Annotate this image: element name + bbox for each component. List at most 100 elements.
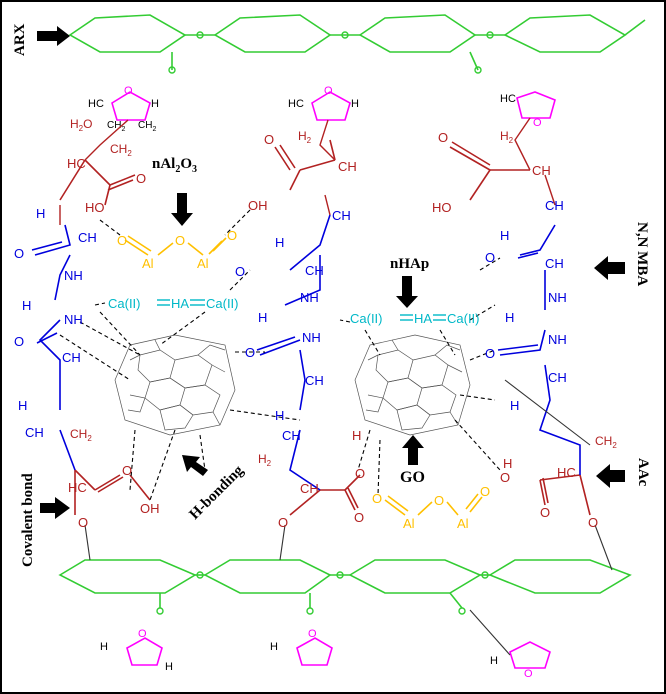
- mba-o6: O: [485, 346, 495, 361]
- aac2-o: O: [264, 132, 274, 147]
- mba-ch2-1: CH: [62, 350, 81, 365]
- mba-h2c6: H: [275, 408, 284, 423]
- mba-ch2-5: CH: [305, 263, 324, 278]
- al-4: Al: [457, 516, 469, 531]
- aac6-o: O: [540, 505, 550, 520]
- mba-ch2-10: CH: [548, 370, 567, 385]
- aac5-o: O: [354, 510, 364, 525]
- svg-text:CH2: CH2: [138, 120, 156, 133]
- mba-nh6: NH: [548, 332, 567, 347]
- bottom-ring-atoms: H O H H O H O: [100, 628, 533, 680]
- mba-ch2-4: CH: [332, 208, 351, 223]
- mba-ch2-9: CH: [545, 256, 564, 271]
- label-nal2o3: nAl2O3: [152, 156, 197, 175]
- go-h1: H: [352, 428, 361, 443]
- mba-o4: O: [245, 345, 255, 360]
- mba-nh1: NH: [64, 268, 83, 283]
- ch2-a: CH: [110, 142, 127, 156]
- mba-h2c3: H: [36, 206, 45, 221]
- chain-connectors: [59, 117, 556, 225]
- bring1-h: H: [165, 661, 173, 673]
- bottom-ring-4: [488, 559, 632, 594]
- aac5-link-o: O: [278, 515, 288, 530]
- ch2-a-sub: 2: [127, 149, 132, 158]
- al2o3-labels: O Al O Al O O Al O Al O: [117, 228, 490, 531]
- bring2-o: O: [308, 628, 317, 640]
- aac6-hc: HC: [557, 465, 576, 480]
- arrow-arx: [37, 26, 70, 46]
- mba-nh3: NH: [300, 290, 319, 305]
- acrylic-labels: HC O HO O CH OH O CH HO HC O OH O CH O O…: [67, 130, 598, 530]
- ring-o: O: [124, 85, 133, 97]
- aac3-o: O: [438, 130, 448, 145]
- ha-2: HA: [414, 311, 432, 326]
- mba-h2c9: H: [510, 398, 519, 413]
- top-ester-rings: [111, 91, 556, 121]
- mba-h2c2: H: [18, 398, 27, 413]
- svg-text:H2O: H2O: [70, 117, 92, 133]
- aac3-ho: HO: [432, 200, 452, 215]
- go-sheet-right: [354, 334, 471, 436]
- bring3-h: H: [490, 655, 498, 667]
- aac1-o: O: [136, 171, 146, 186]
- h2c-b-sub: 2: [307, 136, 312, 145]
- h2c-c-sub: 2: [509, 136, 514, 145]
- al-o6: O: [480, 484, 490, 499]
- mba-ch2-8: CH: [545, 198, 564, 213]
- aac5-ch: CH: [300, 481, 319, 496]
- mba-o5: O: [485, 250, 495, 265]
- nal2o3-sub2: 3: [192, 164, 197, 175]
- label-hbonding: H-bonding: [187, 462, 248, 523]
- mba-h2c4: H: [275, 235, 284, 250]
- svg-text:H2: H2: [500, 129, 514, 145]
- al2o3-top: [124, 235, 227, 256]
- top-ring-1: [68, 14, 187, 53]
- ring-hc: HC: [88, 98, 104, 110]
- ring-ch-label-2: CH: [138, 120, 152, 131]
- svg-text:CH2: CH2: [595, 434, 617, 450]
- go-h2: H: [503, 456, 512, 471]
- aac3-ch: CH: [532, 163, 551, 178]
- aac4-oh: OH: [140, 501, 160, 516]
- ch2-red-labels: CH2 H2O H2 H2 CH2 H2 CH2: [70, 117, 617, 468]
- arrow-aac: [596, 464, 625, 488]
- al-o4: O: [372, 491, 382, 506]
- aac4-o: O: [122, 463, 132, 478]
- mba-h2c1: H: [22, 298, 31, 313]
- ch2-h-sub: 2: [87, 434, 92, 443]
- aac6-o2: O: [500, 470, 510, 485]
- bottom-chain-oxygens: [156, 571, 489, 615]
- mba-labels: O NH H NH O CH H CH H CH CH H O CH NH H …: [14, 198, 567, 443]
- svg-text:CH2: CH2: [70, 427, 92, 443]
- bottom-ring-2: [203, 559, 332, 594]
- arrow-nhap: [396, 276, 418, 308]
- bottom-saccharide-chain: [58, 559, 632, 609]
- top-ring-2: [213, 14, 332, 53]
- nal2o3-o: O: [180, 156, 192, 172]
- covalent-links: [84, 379, 613, 656]
- al-o5: O: [434, 493, 444, 508]
- h2c-c: H: [500, 129, 509, 143]
- mba-ch2-6: CH: [305, 373, 324, 388]
- ch2-f: CH: [595, 434, 612, 448]
- arrow-covalent: [40, 497, 70, 519]
- mba-o1: O: [14, 246, 24, 261]
- al-o2: O: [175, 233, 185, 248]
- ca-3: Ca(II): [350, 311, 383, 326]
- h2c-a-sub: 2: [79, 124, 84, 133]
- ring2-h: H: [351, 98, 359, 110]
- aac1-ho: HO: [85, 200, 105, 215]
- aac5-o2: O: [355, 466, 365, 481]
- indicator-arrows: [37, 26, 625, 519]
- label-arx: ARX: [12, 23, 28, 56]
- label-go: GO: [400, 469, 425, 486]
- svg-text:CH2: CH2: [110, 142, 132, 158]
- svg-text:H2: H2: [298, 129, 312, 145]
- h-bond-dashes: [59, 209, 501, 501]
- acrylic-chains: [59, 139, 591, 516]
- ring2-o: O: [324, 85, 333, 97]
- top-chain-oxygens: [168, 31, 494, 74]
- ca-4: Ca(II): [447, 311, 480, 326]
